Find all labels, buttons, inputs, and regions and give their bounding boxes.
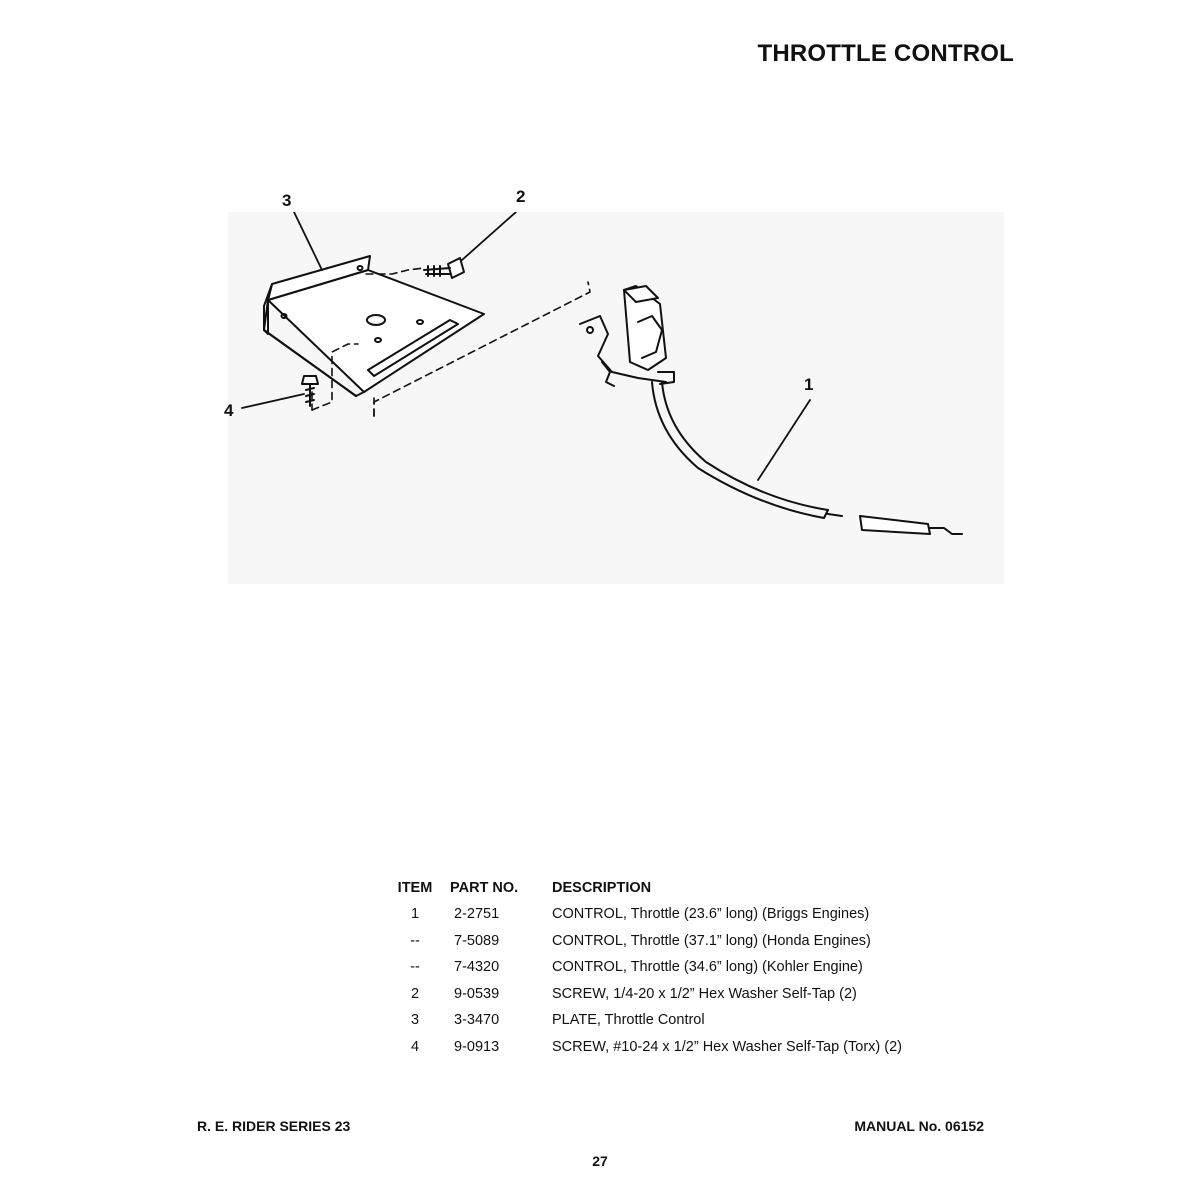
table-row: -- 7-5089 CONTROL, Throttle (37.1” long)… bbox=[380, 933, 952, 960]
part-no-cell: 9-0913 bbox=[454, 1038, 500, 1055]
description-cell: CONTROL, Throttle (34.6” long) (Kohler E… bbox=[552, 959, 863, 975]
part-no-cell: 7-5089 bbox=[454, 932, 500, 949]
parts-table: ITEM PART NO. DESCRIPTION 1 2-2751 CONTR… bbox=[380, 880, 952, 1065]
part-no-cell: 2-2751 bbox=[454, 906, 500, 922]
description-cell: CONTROL, Throttle (37.1” long) (Honda En… bbox=[552, 932, 871, 949]
screw-item-4 bbox=[301, 375, 319, 407]
item-cell: 1 bbox=[410, 906, 420, 922]
parts-table-header: ITEM PART NO. DESCRIPTION bbox=[380, 880, 952, 906]
callout-3: 3 bbox=[282, 191, 292, 210]
part-no-cell: 7-4320 bbox=[454, 959, 500, 975]
callout-2: 2 bbox=[516, 187, 526, 206]
screw-item-2 bbox=[423, 257, 465, 279]
header-item: ITEM bbox=[397, 880, 433, 896]
throttle-control-plate bbox=[263, 255, 485, 397]
table-row: 4 9-0913 SCREW, #10-24 x 1/2” Hex Washer… bbox=[380, 1039, 952, 1066]
description-cell: CONTROL, Throttle (23.6” long) (Briggs E… bbox=[552, 906, 870, 922]
part-no-cell: 3-3470 bbox=[454, 1012, 500, 1028]
header-part-no: PART NO. bbox=[450, 880, 519, 896]
table-row: -- 7-4320 CONTROL, Throttle (34.6” long)… bbox=[380, 959, 952, 986]
footer-manual-number: MANUAL No. 06152 bbox=[854, 1118, 984, 1134]
description-cell: SCREW, 1/4-20 x 1/2” Hex Washer Self-Tap… bbox=[552, 985, 857, 1002]
table-row: 1 2-2751 CONTROL, Throttle (23.6” long) … bbox=[380, 906, 952, 933]
diagram-drawing bbox=[241, 212, 963, 535]
throttle-lever-housing bbox=[579, 285, 675, 387]
description-cell: SCREW, #10-24 x 1/2” Hex Washer Self-Tap… bbox=[552, 1038, 902, 1055]
item-cell: 4 bbox=[410, 1038, 420, 1055]
description-cell: PLATE, Throttle Control bbox=[552, 1012, 705, 1028]
callout-1: 1 bbox=[804, 375, 814, 394]
table-row: 2 9-0539 SCREW, 1/4-20 x 1/2” Hex Washer… bbox=[380, 986, 952, 1013]
item-cell: 3 bbox=[410, 1012, 420, 1028]
page-number: 27 bbox=[592, 1153, 608, 1169]
parts-diagram: 3 2 1 4 bbox=[224, 188, 1004, 584]
table-row: 3 3-3470 PLATE, Throttle Control bbox=[380, 1012, 952, 1039]
throttle-cable bbox=[651, 381, 963, 535]
header-description: DESCRIPTION bbox=[552, 880, 652, 896]
item-cell: -- bbox=[410, 932, 420, 949]
callout-leader-lines bbox=[241, 212, 811, 481]
footer-series: R. E. RIDER SERIES 23 bbox=[197, 1118, 351, 1134]
callout-4: 4 bbox=[224, 401, 234, 420]
part-no-cell: 9-0539 bbox=[454, 985, 500, 1002]
page-title: THROTTLE CONTROL bbox=[757, 40, 1014, 67]
item-cell: 2 bbox=[410, 985, 420, 1002]
item-cell: -- bbox=[410, 959, 420, 975]
assembly-guide-lines bbox=[311, 267, 591, 417]
